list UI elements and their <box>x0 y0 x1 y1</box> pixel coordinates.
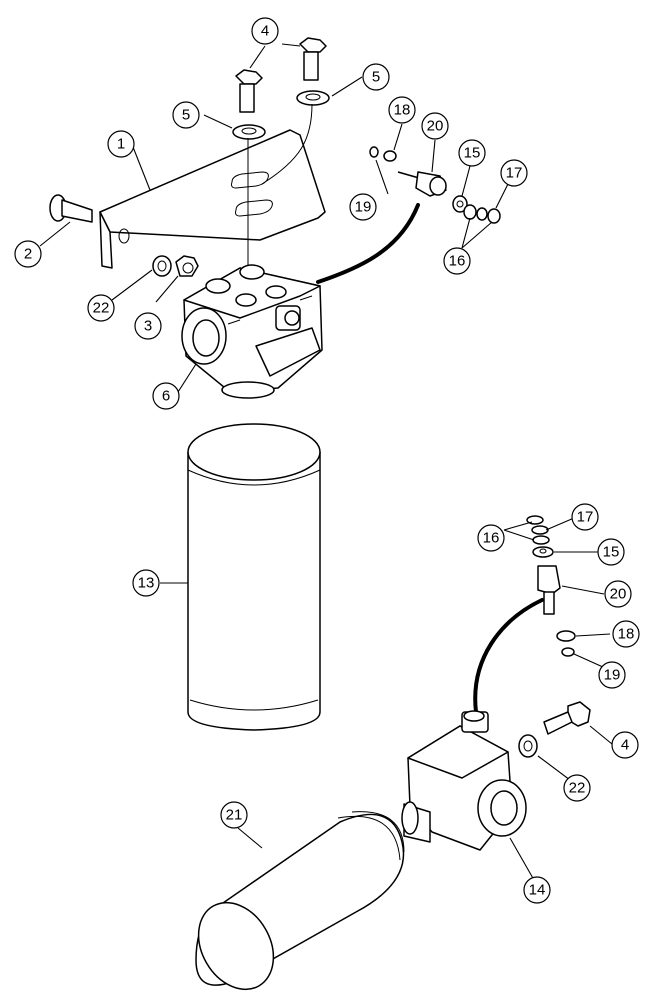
callout-18-bottom-label: 18 <box>618 626 635 643</box>
bolt-top-left <box>235 69 263 113</box>
callout-22-top: 22 <box>87 294 115 322</box>
callout-13-label: 13 <box>138 575 155 592</box>
callout-14-label: 14 <box>529 882 546 899</box>
callout-17-bottom: 17 <box>571 503 599 531</box>
wire-hose-bottom <box>473 598 544 714</box>
bolt-side <box>49 194 93 223</box>
callout-5-left-label: 5 <box>182 107 190 124</box>
callout-4-bottom: 4 <box>611 731 639 759</box>
callout-19-top-label: 19 <box>355 199 372 216</box>
callout-17-top: 17 <box>500 159 528 187</box>
callout-22-top-label: 22 <box>93 300 110 317</box>
filter-head-top <box>181 264 323 399</box>
callout-3-label: 3 <box>144 318 152 335</box>
callout-15-top: 15 <box>458 139 486 167</box>
callout-13: 13 <box>132 569 160 597</box>
filter-head-bottom <box>401 710 527 851</box>
callout-4-top-label: 4 <box>261 23 269 40</box>
callout-2: 2 <box>14 240 42 268</box>
nut-3 <box>175 255 199 277</box>
callout-2-label: 2 <box>24 246 32 263</box>
callout-14: 14 <box>523 876 551 904</box>
o-ring-18-top <box>383 150 397 162</box>
filter-cartridge-21 <box>195 811 405 991</box>
callout-18-top: 18 <box>388 96 416 124</box>
o-ring-19-top <box>369 146 379 158</box>
washer-left <box>232 124 266 140</box>
washer-16-bottom <box>532 535 550 545</box>
callout-15-top-label: 15 <box>464 145 481 162</box>
callout-18-bottom: 18 <box>612 620 640 648</box>
callout-19-top: 19 <box>349 193 377 221</box>
bolt-top-right <box>299 37 327 81</box>
callout-17-bottom-label: 17 <box>577 509 594 526</box>
callout-4-bottom-label: 4 <box>621 737 629 754</box>
callout-21: 21 <box>220 801 248 829</box>
callout-5-right-label: 5 <box>372 69 380 86</box>
callout-15-bottom: 15 <box>597 538 625 566</box>
washer-22-top <box>152 255 172 277</box>
callout-1: 1 <box>107 130 135 158</box>
washer-15-top <box>452 195 468 213</box>
washer-22-bottom <box>518 734 538 758</box>
callout-5-left: 5 <box>172 101 200 129</box>
bolt-bottom <box>543 701 591 735</box>
callout-4-top: 4 <box>251 17 279 45</box>
callout-6: 6 <box>152 382 180 410</box>
callout-20-bottom-label: 20 <box>610 586 627 603</box>
callout-3: 3 <box>134 312 162 340</box>
nut-16-top <box>463 204 477 220</box>
callout-16-top: 16 <box>443 247 471 275</box>
callout-19-bottom: 19 <box>598 661 626 689</box>
pressure-switch-bottom <box>537 565 561 615</box>
washer-right <box>296 90 330 106</box>
callout-22-bottom: 22 <box>563 774 591 802</box>
o-ring-18-bottom <box>556 630 576 642</box>
nut-17-top <box>487 208 501 224</box>
wire-hose-top <box>316 203 420 284</box>
callout-5-right: 5 <box>362 63 390 91</box>
callout-16-top-label: 16 <box>449 253 466 270</box>
callout-21-label: 21 <box>226 807 243 824</box>
washer-17-bottom <box>531 525 549 535</box>
callout-15-bottom-label: 15 <box>603 544 620 561</box>
callout-17-top-label: 17 <box>506 165 523 182</box>
o-ring-19-bottom <box>561 647 575 657</box>
callout-20-top-label: 20 <box>427 118 444 135</box>
callout-16-bottom: 16 <box>477 524 505 552</box>
filter-cartridge-13 <box>187 423 321 731</box>
callout-20-bottom: 20 <box>604 580 632 608</box>
callout-20-top: 20 <box>421 112 449 140</box>
callout-19-bottom-label: 19 <box>604 667 621 684</box>
callout-6-label: 6 <box>162 388 170 405</box>
pressure-switch-top <box>397 171 447 197</box>
callout-18-top-label: 18 <box>394 102 411 119</box>
mounting-bracket <box>99 129 326 269</box>
washer-15-bottom <box>532 546 554 558</box>
washer-16-top <box>476 207 488 221</box>
callout-16-bottom-label: 16 <box>483 530 500 547</box>
callout-1-label: 1 <box>117 136 125 153</box>
callout-22-bottom-label: 22 <box>569 780 586 797</box>
